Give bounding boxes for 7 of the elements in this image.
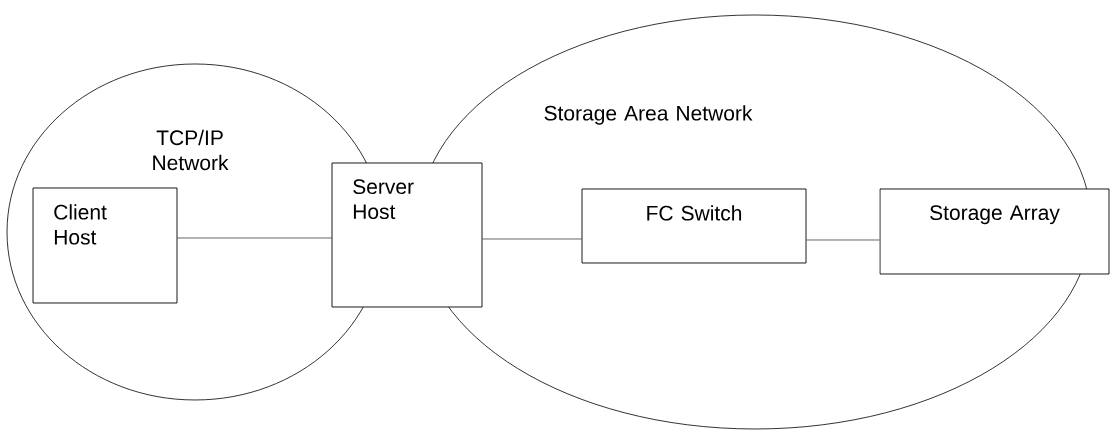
connector-line <box>177 237 332 239</box>
device-box: Storage Array <box>879 188 1110 275</box>
device-box: Client Host <box>32 187 178 304</box>
server-box: Server Host <box>331 162 483 308</box>
connector-line <box>482 238 582 240</box>
connector-line <box>806 239 880 241</box>
device-box: FC Switch <box>581 188 807 264</box>
